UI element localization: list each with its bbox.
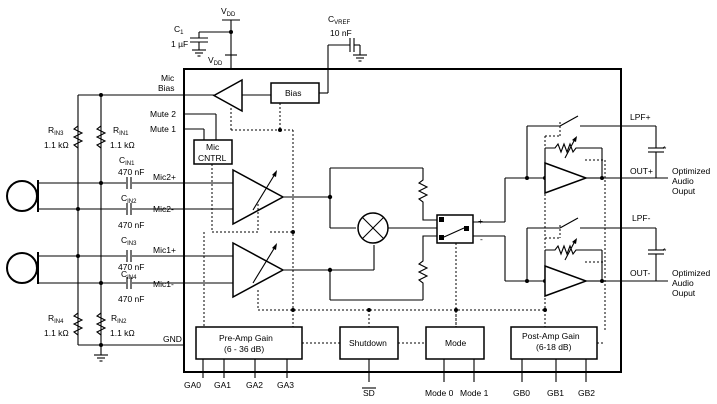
svg-text:CIN3: CIN3 xyxy=(121,235,137,247)
svg-text:-: - xyxy=(480,234,483,244)
preamp-mic1 xyxy=(232,241,285,299)
output-top-label-3: Ouput xyxy=(672,186,696,196)
rin4-resistor xyxy=(72,312,84,336)
ga3-label: GA3 xyxy=(277,380,294,390)
mode0-label: Mode 0 xyxy=(425,388,454,398)
cin1-capacitor: CIN1 470 nF xyxy=(118,155,144,189)
mode-label: Mode xyxy=(445,338,467,348)
rin4-value: 1.1 kΩ xyxy=(44,328,69,338)
sd-label: SD xyxy=(363,388,375,398)
gb0-label: GB0 xyxy=(513,388,530,398)
rin1-value: 1.1 kΩ xyxy=(110,140,135,150)
vdd-top-label: VDD xyxy=(221,6,236,18)
rin3-value: 1.1 kΩ xyxy=(44,140,69,150)
rin1-resistor xyxy=(95,125,107,149)
mixer-multiplier xyxy=(357,212,389,244)
mode-block xyxy=(425,326,485,360)
microphone-bottom xyxy=(6,252,184,284)
mix-resistor-bottom xyxy=(417,235,437,300)
postamp-gain-label-2: (6-18 dB) xyxy=(536,342,572,352)
vdd-supply: VDD C1 1 µF VDD xyxy=(171,6,240,69)
mode1-label: Mode 1 xyxy=(460,388,489,398)
mic1p-label: Mic1+ xyxy=(153,245,176,255)
outm-label: OUT- xyxy=(630,268,650,278)
microphone-top xyxy=(6,180,184,212)
lpfm-label: LPF- xyxy=(632,213,651,223)
mic1m-label: Mic1- xyxy=(153,279,174,289)
cin2-capacitor: CIN2 470 nF xyxy=(118,193,144,230)
preamp-gain-block xyxy=(195,326,303,360)
rin2-resistor xyxy=(95,312,107,336)
preamp-gain-label-1: Pre-Amp Gain xyxy=(219,333,273,343)
rin3-resistor xyxy=(72,125,84,149)
svg-text:470 nF: 470 nF xyxy=(118,220,144,230)
mic-cntrl-label-1: Mic xyxy=(206,142,220,152)
svg-text:470 nF: 470 nF xyxy=(118,294,144,304)
mute2-label: Mute 2 xyxy=(150,109,176,119)
mic2p-label: Mic2+ xyxy=(153,172,176,182)
svg-text:470 nF: 470 nF xyxy=(118,262,144,272)
mute1-label: Mute 1 xyxy=(150,124,176,134)
ga1-label: GA1 xyxy=(214,380,231,390)
mic-cntrl-label-2: CNTRL xyxy=(198,153,227,163)
mic-cntrl-block xyxy=(193,139,233,165)
svg-text:CIN1: CIN1 xyxy=(119,155,135,167)
output-bottom-label-1: Optimized xyxy=(672,268,711,278)
mic-bias-label-1: Mic xyxy=(161,73,175,83)
svg-text:CIN2: CIN2 xyxy=(121,193,137,205)
output-top-label-2: Audio xyxy=(672,176,694,186)
postamp-gain-label-1: Post-Amp Gain xyxy=(522,331,580,341)
shutdown-label: Shutdown xyxy=(349,338,387,348)
output-top-label-1: Optimized xyxy=(672,166,711,176)
mic-bias-label-2: Bias xyxy=(158,83,175,93)
svg-text:*: * xyxy=(663,144,667,154)
postamp-bottom xyxy=(544,264,589,298)
cvref-network: CVREF 10 nF xyxy=(327,14,367,69)
ga0-label: GA0 xyxy=(184,380,201,390)
cvref-value: 10 nF xyxy=(330,28,352,38)
ga2-label: GA2 xyxy=(246,380,263,390)
preamp-gain-label-2: (6 - 36 dB) xyxy=(224,344,264,354)
svg-text:*: * xyxy=(663,246,667,256)
svg-text:+: + xyxy=(478,216,483,226)
bias-label: Bias xyxy=(285,88,302,98)
cin4-capacitor: CIN4 470 nF xyxy=(118,269,144,304)
output-bottom-label-3: Ouput xyxy=(672,288,696,298)
postamp-top xyxy=(544,161,589,195)
bias-buffer xyxy=(212,78,243,113)
mic2m-label: Mic2- xyxy=(153,204,174,214)
cin3-capacitor: CIN3 470 nF xyxy=(118,235,144,272)
mix-resistor-top xyxy=(417,168,437,221)
rin2-label: RIN2 xyxy=(111,313,127,325)
svg-text:470 nF: 470 nF xyxy=(118,167,144,177)
gb2-label: GB2 xyxy=(578,388,595,398)
rin3-label: RIN3 xyxy=(48,125,64,137)
svg-text:CIN4: CIN4 xyxy=(121,269,137,281)
output-bottom-label-2: Audio xyxy=(672,278,694,288)
preamp-mic2 xyxy=(232,168,285,226)
polarity-switch: + - xyxy=(436,214,483,325)
outp-label: OUT+ xyxy=(630,166,653,176)
gnd-label: GND xyxy=(163,334,182,344)
c1-label: C1 xyxy=(174,24,184,36)
gb1-label: GB1 xyxy=(547,388,564,398)
ic-outline xyxy=(183,68,622,373)
rin4-label: RIN4 xyxy=(48,313,64,325)
cvref-label: CVREF xyxy=(328,14,350,26)
lpfp-label: LPF+ xyxy=(630,112,651,122)
rin2-value: 1.1 kΩ xyxy=(110,328,135,338)
rin1-label: RIN1 xyxy=(113,125,129,137)
c1-value: 1 µF xyxy=(171,39,188,49)
vdd-side-label: VDD xyxy=(208,55,223,67)
